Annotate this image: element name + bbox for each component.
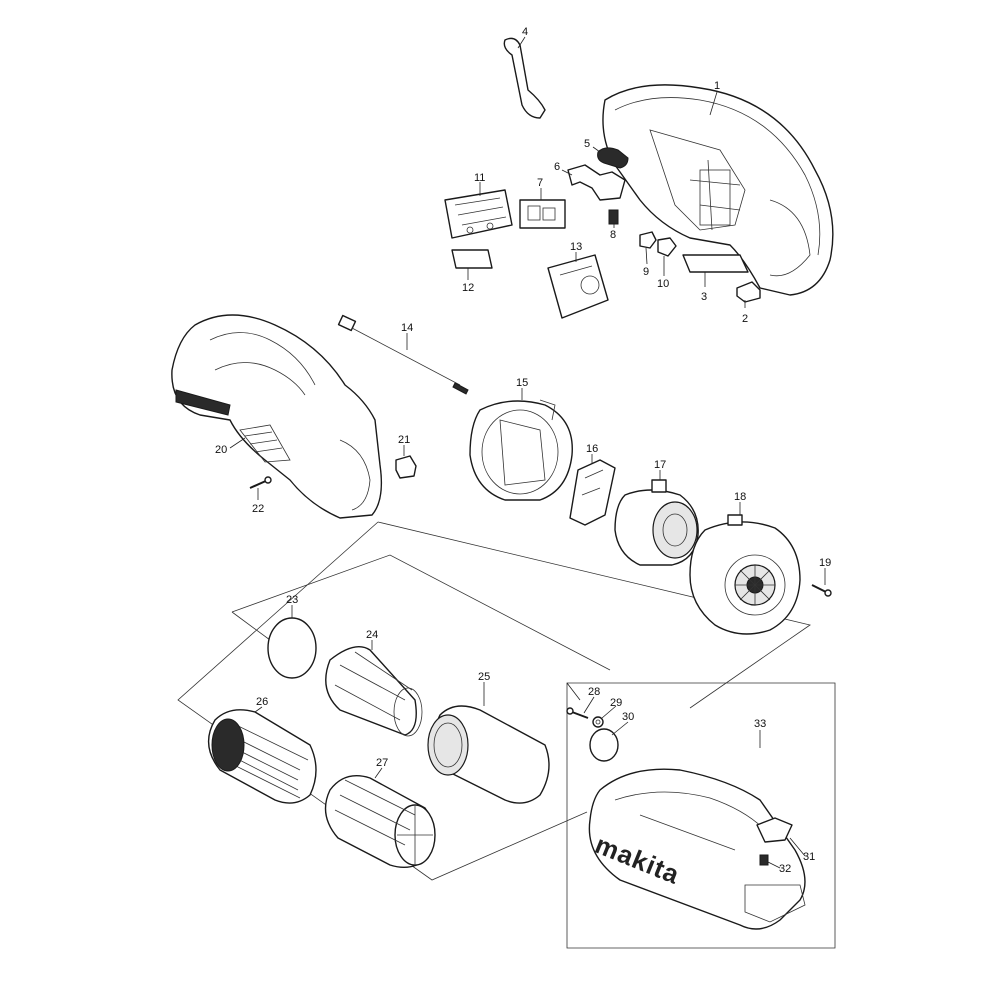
part-32-spring bbox=[759, 854, 769, 866]
part-30-seal bbox=[589, 728, 619, 762]
callout-22: 22 bbox=[252, 503, 264, 515]
callout-29: 29 bbox=[610, 697, 622, 709]
callout-13: 13 bbox=[570, 241, 582, 253]
callout-14: 14 bbox=[401, 322, 413, 334]
part-25-filter-cylinder bbox=[427, 705, 550, 804]
part-3-label bbox=[682, 254, 749, 273]
callout-11: 11 bbox=[474, 172, 485, 184]
callout-2: 2 bbox=[742, 313, 748, 325]
callout-3: 3 bbox=[701, 291, 707, 303]
part-23-filter-disc bbox=[267, 617, 317, 679]
part-8-spring bbox=[608, 209, 619, 225]
callout-15: 15 bbox=[516, 377, 528, 389]
callout-23: 23 bbox=[286, 594, 298, 606]
part-29-washer bbox=[592, 716, 604, 728]
part-31-latch bbox=[756, 817, 793, 843]
callout-12: 12 bbox=[462, 282, 474, 294]
callout-6: 6 bbox=[554, 161, 560, 173]
callout-26: 26 bbox=[256, 696, 268, 708]
callout-10: 10 bbox=[657, 278, 669, 290]
callout-1: 1 bbox=[714, 80, 720, 92]
part-1-housing-half bbox=[602, 84, 834, 296]
part-12-sheet bbox=[451, 249, 493, 269]
callout-4: 4 bbox=[522, 26, 528, 38]
part-20-housing-body bbox=[171, 314, 383, 519]
callout-9: 9 bbox=[643, 266, 649, 278]
part-11-controller bbox=[444, 189, 513, 239]
callout-28: 28 bbox=[588, 686, 600, 698]
callout-labels: 1 2 3 4 5 6 7 8 9 10 11 12 13 14 15 16 1… bbox=[215, 26, 831, 875]
part-28-screw bbox=[566, 707, 589, 719]
part-14-lead-wire bbox=[337, 314, 469, 395]
part-5-switch-button bbox=[597, 147, 629, 169]
part-4-strap bbox=[503, 37, 546, 119]
part-24-prefilter-cage bbox=[325, 646, 423, 737]
part-26-pleated-filter bbox=[207, 709, 317, 804]
part-2-block bbox=[736, 281, 761, 303]
callout-18: 18 bbox=[734, 491, 746, 503]
part-18-fan-housing bbox=[689, 514, 801, 635]
callout-21: 21 bbox=[398, 434, 410, 446]
part-10-terminal bbox=[657, 237, 677, 257]
part-19-screw bbox=[811, 584, 832, 597]
part-21-block bbox=[395, 455, 417, 479]
part-15-motor-housing bbox=[469, 399, 573, 501]
callout-7: 7 bbox=[537, 177, 543, 189]
callout-33: 33 bbox=[754, 718, 766, 730]
callout-17: 17 bbox=[654, 459, 666, 471]
part-6-lever bbox=[567, 164, 626, 201]
part-17-motor bbox=[614, 479, 699, 566]
callout-5: 5 bbox=[584, 138, 590, 150]
part-27-mesh-filter bbox=[324, 775, 436, 868]
callout-20: 20 bbox=[215, 444, 227, 456]
callout-25: 25 bbox=[478, 671, 490, 683]
part-7-switch bbox=[519, 199, 566, 229]
callout-32: 32 bbox=[779, 863, 791, 875]
callout-19: 19 bbox=[819, 557, 831, 569]
part-33-nozzle: makita bbox=[588, 768, 806, 930]
part-13-pad bbox=[547, 254, 609, 319]
callout-16: 16 bbox=[586, 443, 598, 455]
callout-31: 31 bbox=[803, 851, 815, 863]
callout-8: 8 bbox=[610, 229, 616, 241]
callout-27: 27 bbox=[376, 757, 388, 769]
leader-lines bbox=[229, 36, 826, 869]
part-22-screw bbox=[249, 476, 272, 489]
callout-30: 30 bbox=[622, 711, 634, 723]
callout-24: 24 bbox=[366, 629, 378, 641]
part-9-terminal bbox=[639, 231, 657, 249]
part-16-bracket bbox=[569, 459, 616, 526]
